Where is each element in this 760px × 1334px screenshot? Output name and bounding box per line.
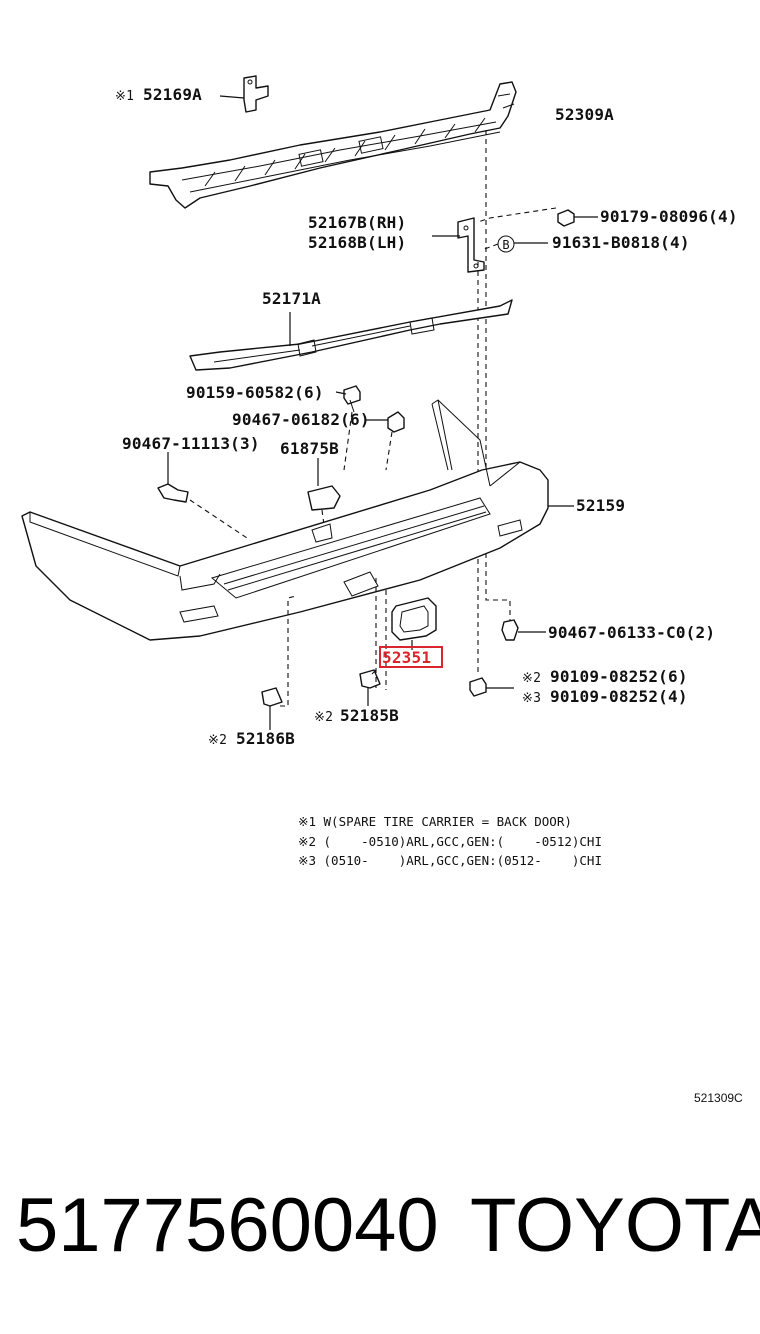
bracket-52169a (219, 75, 269, 113)
footnote-1: ※1 W(SPARE TIRE CARRIER = BACK DOOR) (298, 814, 572, 829)
label-52185b: 52185B (340, 706, 399, 725)
label-52169a: 52169A (143, 85, 202, 104)
label-90109-a: 90109-08252(6) (550, 667, 688, 686)
label-52351: 52351 (382, 648, 431, 667)
clip-90467-06182 (366, 411, 405, 471)
bracket-52186b (261, 595, 297, 730)
bracket-52185b (359, 578, 381, 706)
reinforcement-52309a (149, 81, 517, 209)
label-91631: 91631-B0818(4) (552, 233, 690, 252)
circle-b-marker: B (502, 238, 509, 252)
label-90109-b: 90109-08252(4) (550, 687, 688, 706)
marker-2-90109: ※2 (522, 671, 541, 686)
label-90467-06133: 90467-06133-C0(2) (548, 623, 715, 642)
marker-3-90109: ※3 (522, 691, 541, 706)
drawing-code: 521309C (694, 1091, 743, 1105)
label-90467-06182: 90467-06182(6) (232, 410, 370, 429)
clip-90467-06133 (501, 619, 546, 641)
label-90179: 90179-08096(4) (600, 207, 738, 226)
nut-90179 (477, 207, 598, 227)
bracket-52167b-52168b (432, 217, 485, 273)
label-90159: 90159-60582(6) (186, 383, 324, 402)
marker-1-52169a: ※1 (115, 89, 134, 104)
bolt-90109 (469, 677, 514, 697)
label-52167b: 52167B(RH) (308, 213, 406, 232)
marker-2-52186b: ※2 (208, 733, 227, 748)
brand-name: TOYOTA (470, 1183, 760, 1268)
highlight-box-52351 (379, 646, 443, 668)
bumper-cover-52159 (21, 399, 574, 641)
label-52309a: 52309A (555, 105, 614, 124)
label-52159: 52159 (576, 496, 625, 515)
label-90467-11113: 90467-11113(3) (122, 434, 260, 453)
label-61875b: 61875B (280, 439, 339, 458)
label-52186b: 52186B (236, 729, 295, 748)
bolt-91631: B (481, 235, 548, 253)
footnote-3: ※3 (0510- )ARL,GCC,GEN:(0512- )CHI (298, 853, 602, 868)
cover-61875b (307, 458, 341, 541)
clip-90467-11113 (157, 452, 251, 541)
retainer-52171a (189, 299, 513, 371)
label-52171a: 52171A (262, 289, 321, 308)
screw-90159 (335, 385, 361, 471)
footnote-2: ※2 ( -0510)ARL,GCC,GEN:( -0512)CHI (298, 834, 602, 849)
part-number: 5177560040 (16, 1183, 439, 1268)
label-52168b: 52168B(LH) (308, 233, 406, 252)
pad-52351 (385, 590, 437, 690)
marker-2-52185b: ※2 (314, 710, 333, 725)
guide-line-right (485, 130, 511, 628)
